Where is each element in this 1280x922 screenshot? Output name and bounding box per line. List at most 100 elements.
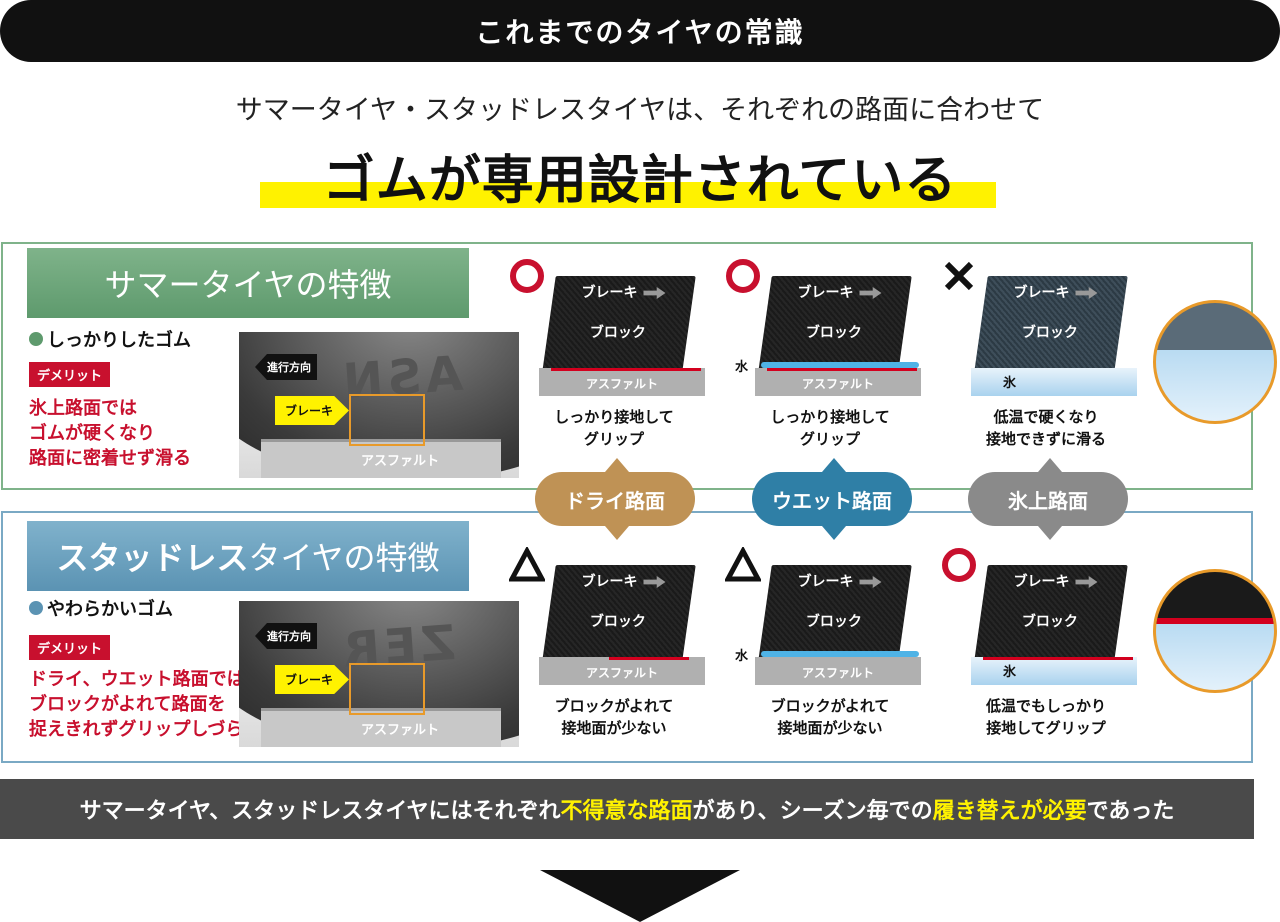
block-label: ブロック (589, 325, 646, 341)
studless-bullet: やわらかいゴム (29, 595, 173, 621)
footer-highlight-2: 履き替えが必要 (932, 799, 1087, 824)
block-graphic: ブレーキブロック (974, 565, 1128, 661)
block-label: ブロック (1021, 614, 1078, 630)
studless-ice-cell: ブレーキブロック 氷 低温でもしっかり 接地してグリップ (941, 547, 1151, 747)
asphalt-label: アスファルト (801, 377, 874, 391)
asphalt-label: アスファルト (585, 666, 658, 680)
summer-ice-text: 低温で硬くなり 接地できずに滑る (985, 408, 1106, 448)
block-graphic: ブレーキブロック (542, 565, 696, 661)
summer-dry-cell: ブレーキブロック アスファルト しっかり接地して グリップ (509, 258, 719, 458)
summer-wet-cell: ブレーキブロック アスファルト 水 しっかり接地して グリップ (725, 258, 935, 458)
summer-wet-text: しっかり接地して グリップ (770, 408, 890, 448)
top-banner: これまでのタイヤの常識 (0, 0, 1280, 62)
bullet-dot (29, 601, 43, 615)
studless-bullet-text: やわらかいゴム (47, 599, 173, 620)
footer-part-1: サマータイヤ、スタッドレスタイヤにはそれぞれ (79, 799, 561, 824)
footer-summary: サマータイヤ、スタッドレスタイヤにはそれぞれ不得意な路面があり、シーズン毎での履… (0, 779, 1254, 839)
summer-dry-text: しっかり接地して グリップ (554, 408, 674, 448)
road-pill-ice: 氷上路面 (968, 458, 1128, 540)
block-brake-label: ブレーキ (553, 282, 693, 302)
studless-dry-text: ブロックがよれて 接地面が少ない (554, 697, 674, 737)
cross-mark-icon (944, 261, 974, 291)
water-label: 水 (735, 649, 749, 664)
road-pill-dry: ドライ路面 (535, 458, 695, 540)
footer-part-2: があり、シーズン毎での (692, 799, 933, 824)
studless-panel: スタッドレスタイヤの特徴 やわらかいゴム デメリット ドライ、ウエット路面では … (1, 511, 1277, 763)
contact-line (767, 360, 917, 371)
circle-mark-icon (726, 259, 760, 293)
direction-tag: 進行方向 (255, 354, 317, 380)
summer-demerit-desc: 氷上路面では ゴムが硬くなり 路面に密着せず滑る (29, 398, 191, 469)
triangle-mark-icon (509, 547, 545, 582)
studless-demerit-desc: ドライ、ウエット路面では ブロックがよれて路面を 捉えきれずグリップしづらい (29, 669, 262, 740)
asphalt-label: アスファルト (585, 377, 658, 391)
brake-tag: ブレーキ (275, 396, 350, 425)
bullet-dot (29, 332, 43, 346)
footer-highlight-1: 不得意な路面 (560, 799, 693, 824)
studless-tire-illustration: ZER アスファルト 進行方向 ブレーキ (239, 601, 519, 747)
summer-ice-cell: ブレーキブロック 氷 低温で硬くなり 接地できずに滑る (941, 258, 1151, 458)
studless-ice-text: 低温でもしっかり 接地してグリップ (985, 697, 1106, 737)
summer-panel: サマータイヤの特徴 しっかりしたゴム デメリット 氷上路面では ゴムが硬くなり … (1, 242, 1277, 490)
studless-wet-cell: ブレーキブロック アスファルト 水 ブロックがよれて 接地面が少ない (725, 547, 935, 747)
asphalt-surface: アスファルト (755, 368, 921, 396)
direction-tag: 進行方向 (255, 623, 317, 649)
summer-zoom-circle (1153, 300, 1277, 424)
tire-asphalt-label: アスファルト (361, 454, 440, 469)
brake-tag: ブレーキ (275, 665, 350, 694)
block-graphic: ブレーキブロック (758, 276, 912, 372)
asphalt-label: アスファルト (801, 666, 874, 680)
asphalt-surface: アスファルト (755, 657, 921, 685)
focus-box (349, 394, 425, 446)
ice-surface (971, 657, 1137, 685)
ice-surface (971, 368, 1137, 396)
water-layer (761, 651, 919, 657)
contact-line (983, 649, 1133, 660)
block-graphic: ブレーキブロック (542, 276, 696, 372)
block-graphic: ブレーキブロック (758, 565, 912, 661)
asphalt-surface: アスファルト (539, 657, 705, 685)
block-label: ブロック (805, 614, 862, 630)
block-graphic: ブレーキブロック (974, 276, 1128, 372)
summer-demerit-badge: デメリット (29, 362, 111, 387)
circle-mark-icon (510, 259, 544, 293)
headline-highlight (260, 182, 996, 208)
block-label: ブロック (805, 325, 862, 341)
block-label: ブロック (1021, 325, 1078, 341)
tire-road: アスファルト (261, 439, 501, 478)
summer-bullet: しっかりしたゴム (29, 326, 191, 352)
asphalt-surface: アスファルト (539, 368, 705, 396)
headline: ゴムが専用設計されている (322, 151, 958, 211)
studless-wet-text: ブロックがよれて 接地面が少ない (770, 697, 890, 737)
zoom-contact (1156, 618, 1274, 624)
water-label: 水 (735, 360, 749, 375)
focus-box (349, 663, 425, 715)
down-arrow-icon (540, 870, 740, 922)
studless-title-rest: タイヤの特徴 (248, 539, 440, 577)
lead-text: サマータイヤ・スタッドレスタイヤは、それぞれの路面に合わせて (235, 95, 1045, 126)
summer-bullet-text: しっかりしたゴム (47, 330, 191, 351)
ice-label: 氷 (1003, 665, 1017, 680)
studless-title-bold: スタッドレス (56, 539, 249, 577)
block-brake-label: ブレーキ (985, 282, 1125, 302)
studless-title: スタッドレスタイヤの特徴 (27, 521, 469, 591)
water-layer (761, 362, 919, 368)
block-brake-label: ブレーキ (985, 571, 1125, 591)
tire-asphalt-label: アスファルト (361, 723, 440, 738)
footer-part-3: であった (1086, 799, 1175, 824)
summer-title: サマータイヤの特徴 (27, 248, 469, 318)
studless-zoom-circle (1153, 569, 1277, 693)
summer-tire-illustration: ASN アスファルト 進行方向 ブレーキ (239, 332, 519, 478)
triangle-mark-icon (725, 547, 761, 582)
block-label: ブロック (589, 614, 646, 630)
studless-demerit-badge: デメリット (29, 635, 111, 660)
studless-dry-cell: ブレーキブロック アスファルト ブロックがよれて 接地面が少ない (509, 547, 719, 747)
block-brake-label: ブレーキ (769, 282, 909, 302)
circle-mark-icon (942, 548, 976, 582)
road-pill-wet: ウエット路面 (752, 458, 912, 540)
block-brake-label: ブレーキ (769, 571, 909, 591)
contact-line (609, 649, 689, 660)
contact-line (551, 360, 701, 371)
block-brake-label: ブレーキ (553, 571, 693, 591)
ice-label: 氷 (1003, 376, 1017, 391)
